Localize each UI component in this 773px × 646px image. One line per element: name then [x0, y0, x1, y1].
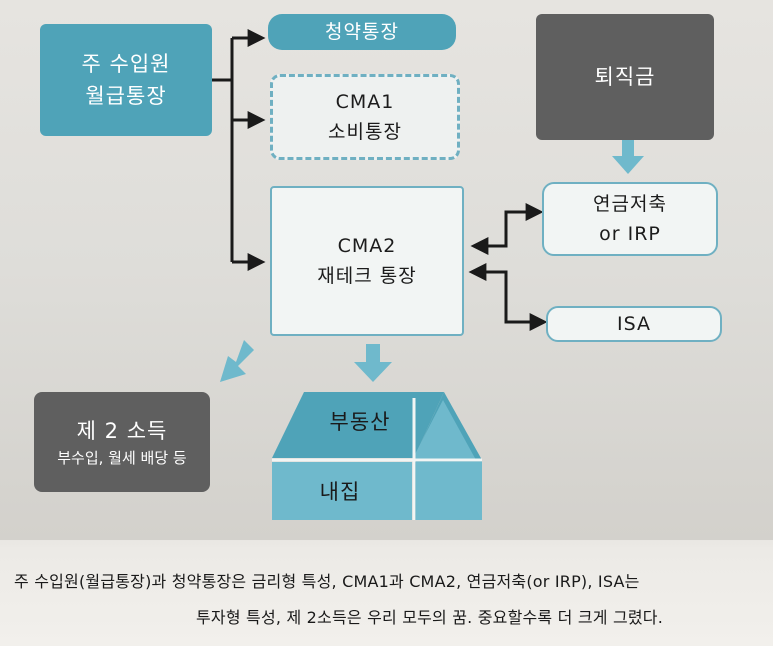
second-income-node: 제 2 소득 부수입, 월세 배당 등 — [34, 392, 210, 492]
caption-line-1: 주 수입원(월급통장)과 청약통장은 금리형 특성, CMA1과 CMA2, 연… — [14, 572, 640, 591]
cma1-label-1: CMA1 — [335, 91, 395, 113]
second-income-label: 제 2 소득 — [76, 419, 168, 443]
cma2-down-arrow — [354, 344, 392, 382]
cma1-node: CMA1 소비통장 — [270, 74, 460, 160]
house-shape — [272, 392, 482, 520]
subscription-node: 청약통장 — [268, 14, 456, 50]
my-home-label: 내집 — [319, 480, 361, 504]
cma2-label-1: CMA2 — [337, 235, 397, 257]
subscription-label: 청약통장 — [325, 21, 399, 43]
isa-node: ISA — [546, 306, 722, 342]
cma2-node: CMA2 재테크 통장 — [270, 186, 464, 336]
second-income-sublabel: 부수입, 월세 배당 등 — [57, 449, 187, 467]
second-income-diagonal-arrow — [220, 340, 254, 382]
cma2-label-2: 재테크 통장 — [317, 265, 417, 287]
cma2-isa-arrow — [468, 263, 548, 331]
cma1-label-2: 소비통장 — [328, 121, 402, 143]
my-home-label-wrap: 내집 — [290, 474, 390, 510]
severance-node: 퇴직금 — [536, 14, 714, 140]
pension-label-2: or IRP — [599, 223, 661, 245]
main-account-label-2: 월급통장 — [85, 84, 167, 108]
isa-label: ISA — [616, 313, 651, 335]
severance-down-arrow — [612, 140, 644, 174]
real-estate-label-wrap: 부동산 — [300, 402, 420, 442]
main-account-node: 주 수입원 월급통장 — [40, 24, 212, 136]
main-account-branches — [212, 29, 266, 271]
cma2-pension-arrow — [470, 203, 544, 255]
main-account-label-1: 주 수입원 — [81, 52, 171, 76]
pension-label-1: 연금저축 — [593, 193, 667, 215]
diagram-connectors — [212, 29, 644, 520]
real-estate-label: 부동산 — [329, 410, 391, 434]
pension-node: 연금저축 or IRP — [542, 182, 718, 256]
severance-label: 퇴직금 — [594, 65, 656, 89]
caption-line-2: 투자형 특성, 제 2소득은 우리 모두의 꿈. 중요할수록 더 크게 그렸다. — [196, 608, 664, 627]
